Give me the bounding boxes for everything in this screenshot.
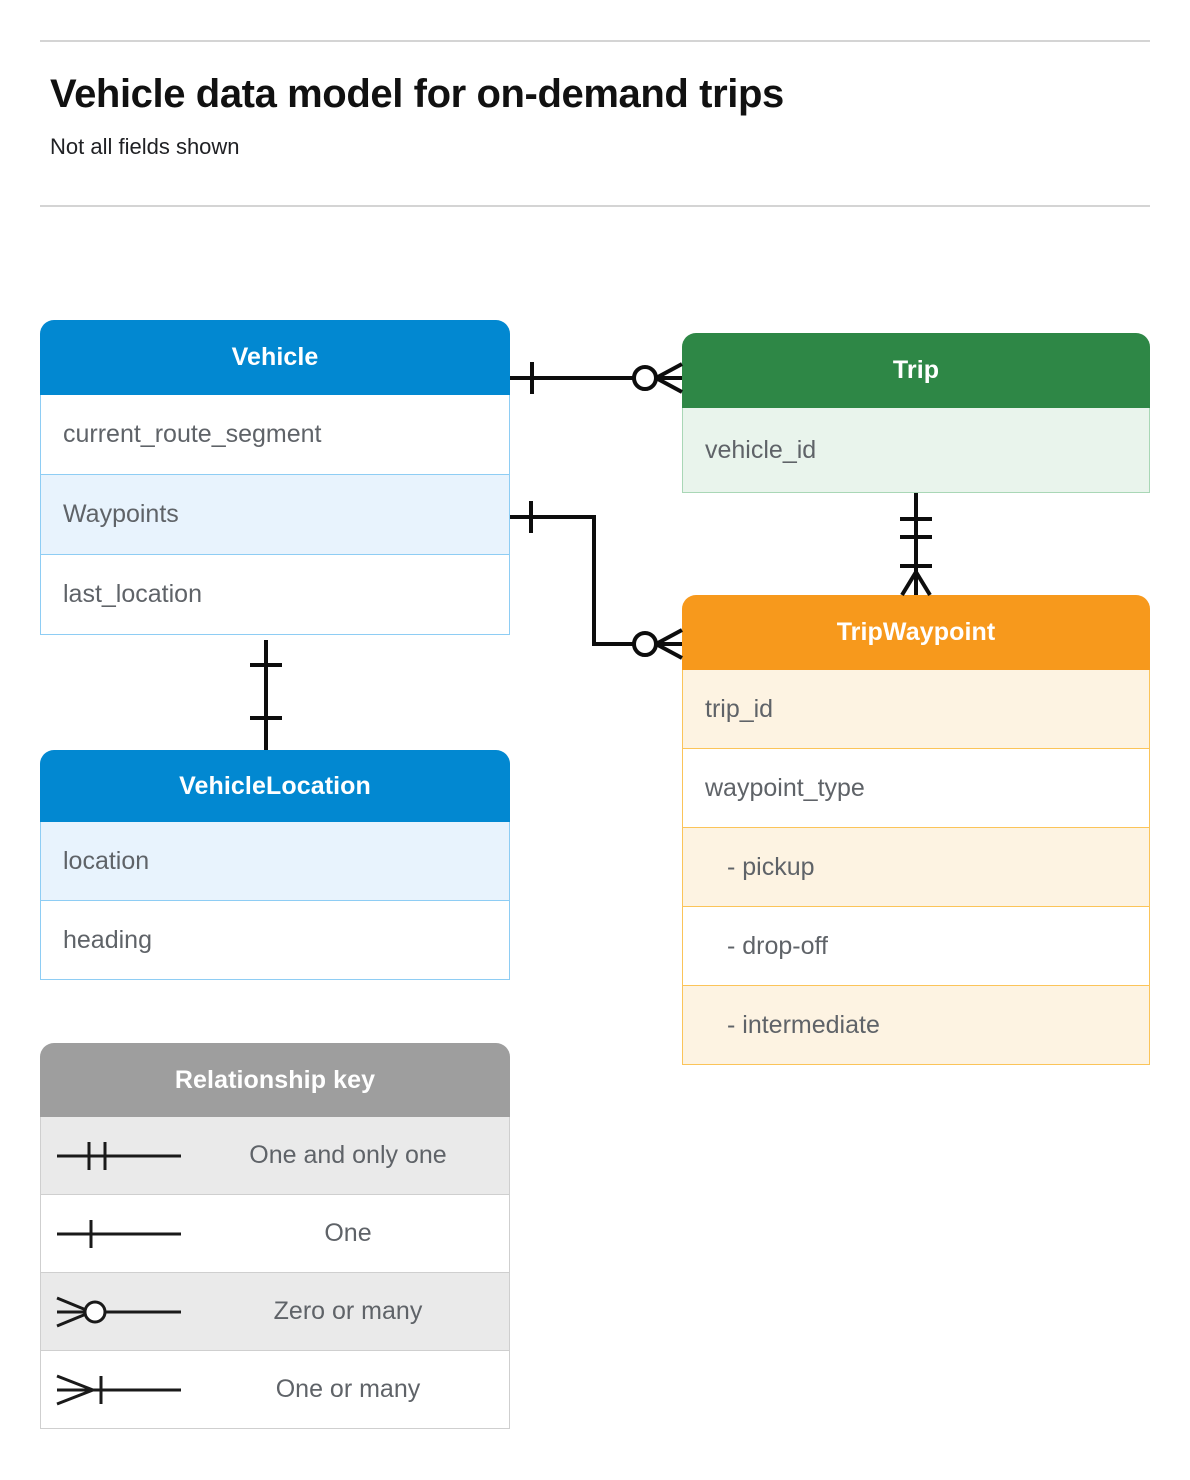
entity-vehicle[interactable]: Vehicle current_route_segment Waypoints … [40,320,510,635]
legend-label-zero-or-many: Zero or many [273,1297,423,1325]
relationship-waypoints-tripwaypoint [510,501,683,660]
entity-trip-title: Trip [682,333,1150,408]
entity-trip-waypoint-field-3[interactable]: - drop-off [682,907,1150,986]
relationship-trip-tripwaypoint [900,493,932,597]
header-divider-bottom [40,205,1150,207]
entity-vehicle-location-field-0[interactable]: location [40,822,510,901]
one-or-many-icon [41,1370,201,1410]
page-title: Vehicle data model for on-demand trips [50,72,784,116]
entity-trip-field-0[interactable]: vehicle_id [682,408,1150,493]
header-divider-top [40,40,1150,42]
page-subtitle: Not all fields shown [50,134,240,159]
relationship-vehicle-trip [510,362,683,394]
relationship-vehicle-vehiclelocation [250,640,282,750]
entity-trip[interactable]: Trip vehicle_id [682,333,1150,493]
entity-trip-waypoint[interactable]: TripWaypoint trip_id waypoint_type - pic… [682,595,1150,1065]
entity-vehicle-title: Vehicle [40,320,510,395]
entity-trip-waypoint-field-1[interactable]: waypoint_type [682,749,1150,828]
entity-vehicle-location[interactable]: VehicleLocation location heading [40,750,510,980]
relationship-key-title: Relationship key [40,1043,510,1117]
legend-label-one: One [324,1219,372,1247]
relationship-key-legend: Relationship key One and only one One [40,1043,510,1429]
entity-trip-waypoint-field-4[interactable]: - intermediate [682,986,1150,1065]
entity-vehicle-location-field-1[interactable]: heading [40,901,510,980]
one-and-only-one-icon [41,1136,201,1176]
legend-item-zero-or-many: Zero or many [40,1273,510,1351]
legend-item-one-or-many: One or many [40,1351,510,1429]
zero-or-many-icon [41,1292,201,1332]
legend-label-one-or-many: One or many [275,1375,421,1403]
entity-vehicle-location-title: VehicleLocation [40,750,510,822]
entity-trip-waypoint-field-0[interactable]: trip_id [682,670,1150,749]
entity-vehicle-field-0[interactable]: current_route_segment [40,395,510,475]
entity-trip-waypoint-field-2[interactable]: - pickup [682,828,1150,907]
legend-item-one: One [40,1195,510,1273]
one-icon [41,1214,201,1254]
entity-vehicle-field-2[interactable]: last_location [40,555,510,635]
legend-label-one-and-only-one: One and only one [249,1141,447,1169]
entity-vehicle-field-1[interactable]: Waypoints [40,475,510,555]
entity-trip-waypoint-title: TripWaypoint [682,595,1150,670]
legend-item-one-and-only-one: One and only one [40,1117,510,1195]
